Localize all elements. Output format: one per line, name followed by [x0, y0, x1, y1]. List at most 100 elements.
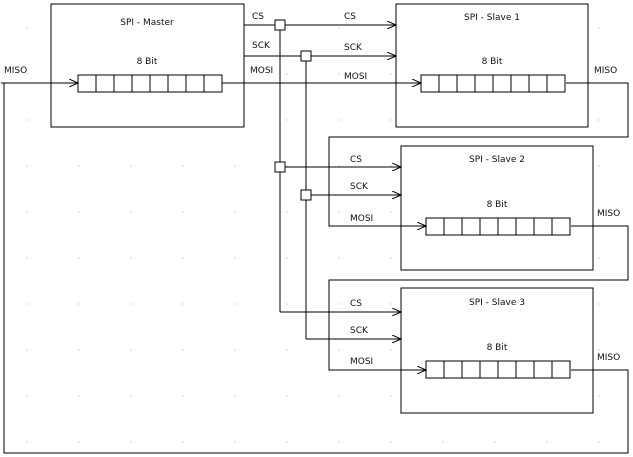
grid-dot	[286, 395, 288, 397]
grid-dot	[234, 395, 236, 397]
slave-1-bit-cell	[474, 74, 494, 93]
slave-2-miso-label: MISO	[597, 209, 620, 219]
grid-dot	[390, 395, 392, 397]
grid-dot	[234, 165, 236, 167]
grid-dot	[182, 395, 184, 397]
grid-dot	[598, 395, 600, 397]
slave-1-miso-label: MISO	[594, 66, 617, 76]
grid-dot	[234, 441, 236, 443]
grid-dot	[182, 257, 184, 259]
master-title: SPI - Master	[120, 18, 174, 28]
grid-dot	[78, 257, 80, 259]
slave-3-bit-cell	[497, 360, 517, 379]
grid-dot	[130, 303, 132, 305]
slave-3-register-label: 8 Bit	[487, 343, 508, 353]
slave-1-register	[420, 74, 566, 93]
miso-slave-1-to-mosi-slave-2	[328, 82, 629, 226]
slave-2-bit-cell	[479, 217, 499, 236]
slave-2-register	[425, 217, 571, 236]
slave-2-bit-cell	[443, 217, 463, 236]
grid-dot	[286, 119, 288, 121]
grid-dot	[286, 211, 288, 213]
grid-dot	[78, 395, 80, 397]
master-bit-cell	[167, 74, 187, 93]
slave-1-box	[395, 3, 589, 128]
grid-dot	[286, 441, 288, 443]
sck-junction	[300, 50, 312, 62]
grid-dot	[26, 211, 28, 213]
slave-1-bit-cell	[420, 74, 440, 93]
grid-dot	[130, 441, 132, 443]
slave-3-bit-cell	[551, 360, 571, 379]
grid-dot	[494, 441, 496, 443]
grid-dot	[78, 165, 80, 167]
grid-dot	[390, 73, 392, 75]
slave-3-register	[425, 360, 571, 379]
grid-dot	[286, 257, 288, 259]
grid-dot	[78, 349, 80, 351]
grid-dot	[26, 27, 28, 29]
grid-dot	[338, 257, 340, 259]
miso-slave-3-feedback	[3, 83, 629, 454]
grid-dot	[182, 441, 184, 443]
grid-dot	[286, 349, 288, 351]
grid-dot	[286, 27, 288, 29]
grid-dot	[234, 303, 236, 305]
grid-dot	[78, 303, 80, 305]
slave-1-cs-label: CS	[344, 12, 356, 22]
slave-1-bit-cell	[492, 74, 512, 93]
grid-dot	[598, 27, 600, 29]
slave-1-sck-label: SCK	[344, 43, 363, 53]
grid-dot	[442, 441, 444, 443]
slave-2-bit-cell	[515, 217, 535, 236]
slave-2-bit-cell	[551, 217, 571, 236]
grid-dot	[390, 257, 392, 259]
grid-dot	[390, 349, 392, 351]
grid-dot	[26, 441, 28, 443]
sck-junction-slave-2	[300, 189, 312, 201]
master-bit-cell	[77, 74, 97, 93]
grid-dot	[338, 165, 340, 167]
slave-2-bit-cell	[461, 217, 481, 236]
slave-1-register-label: 8 Bit	[482, 57, 503, 67]
slave-3-title: SPI - Slave 3	[469, 298, 525, 308]
grid-dot	[130, 349, 132, 351]
master-cs-label: CS	[252, 12, 264, 22]
slave-2-mosi-label: MOSI	[350, 214, 373, 224]
master-register-label: 8 Bit	[137, 57, 158, 67]
grid-dot	[390, 303, 392, 305]
grid-dot	[78, 211, 80, 213]
master-bit-cell	[149, 74, 169, 93]
grid-dot	[234, 257, 236, 259]
master-bit-cell	[203, 74, 223, 93]
master-sck-label: SCK	[252, 41, 271, 51]
grid-dot	[182, 349, 184, 351]
slave-2-title: SPI - Slave 2	[469, 155, 525, 165]
grid-dot	[338, 395, 340, 397]
grid-dot	[598, 119, 600, 121]
grid-dot	[390, 27, 392, 29]
grid-dot	[286, 73, 288, 75]
slave-2-box	[400, 145, 594, 271]
grid-dot	[26, 395, 28, 397]
grid-dot	[338, 349, 340, 351]
master-bit-cell	[185, 74, 205, 93]
slave-1-bit-cell	[456, 74, 476, 93]
slave-1-bit-cell	[510, 74, 530, 93]
slave-2-sck-label: SCK	[350, 182, 369, 192]
grid-dot	[26, 165, 28, 167]
grid-dot	[78, 441, 80, 443]
grid-dot	[598, 349, 600, 351]
grid-dot	[338, 303, 340, 305]
grid-dot	[598, 303, 600, 305]
slave-3-box	[400, 287, 594, 414]
grid-dot	[26, 73, 28, 75]
slave-3-bit-cell	[515, 360, 535, 379]
master-mosi-label: MOSI	[250, 66, 273, 76]
slave-3-cs-label: CS	[350, 299, 362, 309]
master-register	[77, 74, 223, 93]
slave-3-miso-label: MISO	[597, 353, 620, 363]
grid-dot	[598, 441, 600, 443]
grid-dot	[130, 257, 132, 259]
slave-2-bit-cell	[425, 217, 445, 236]
